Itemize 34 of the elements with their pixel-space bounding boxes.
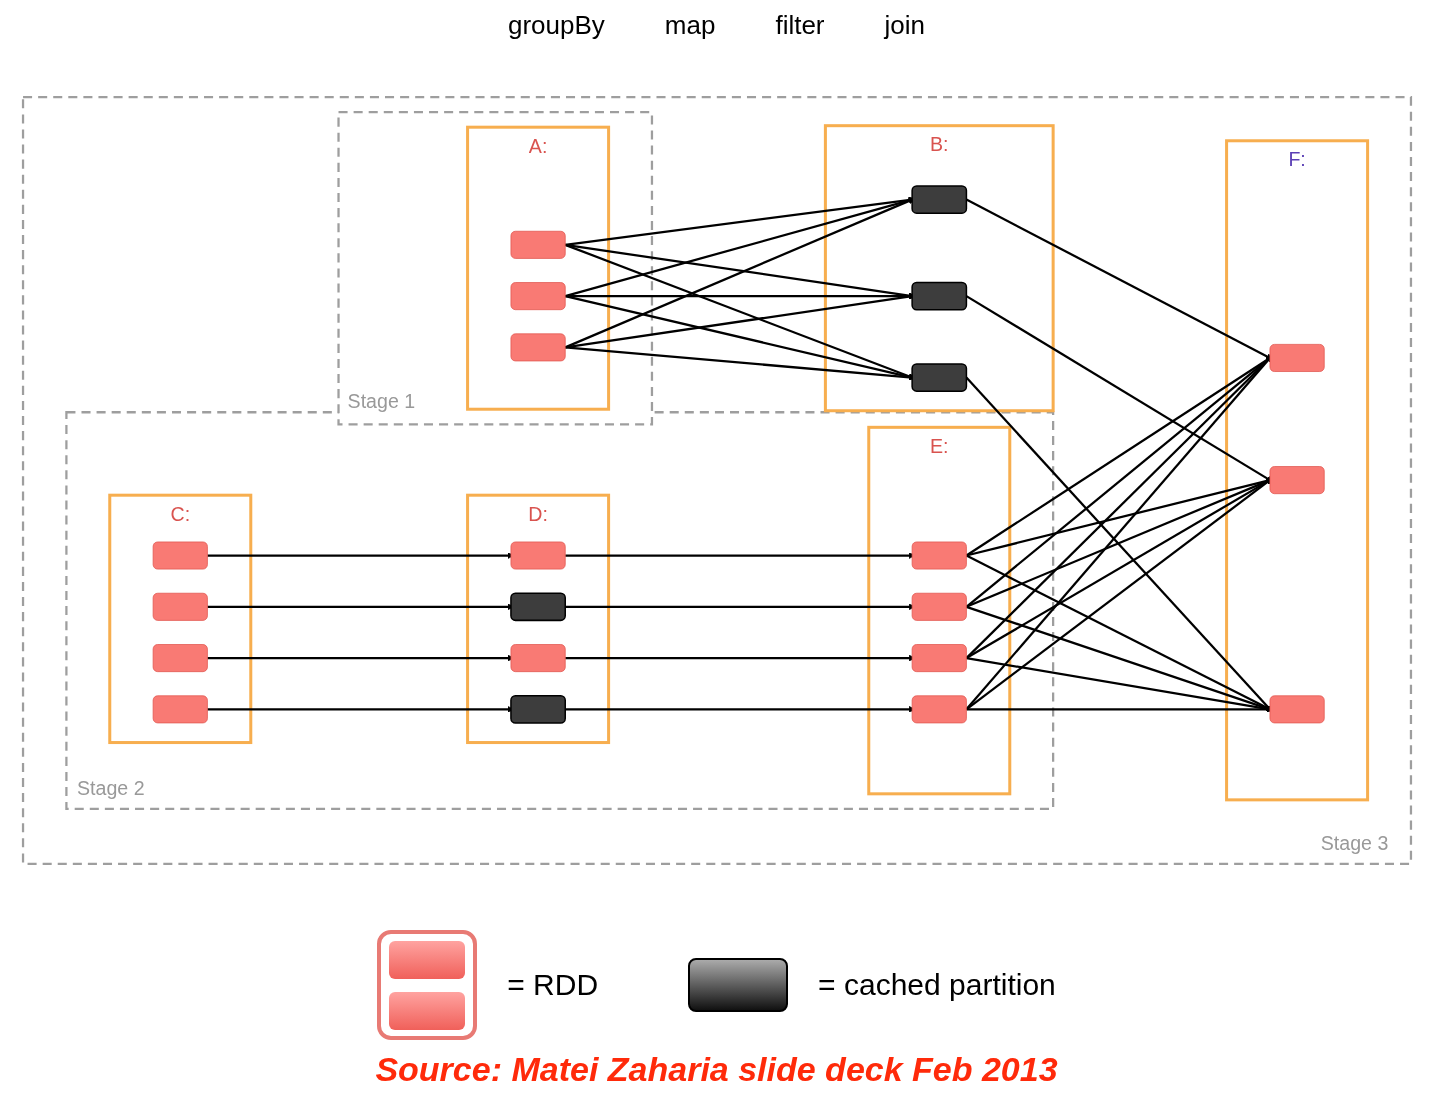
- node-box: [152, 541, 208, 570]
- node-box: [152, 592, 208, 621]
- cluster: A:: [465, 125, 610, 411]
- node-box: [911, 695, 967, 724]
- operation-label: join: [884, 10, 925, 41]
- cluster: B:: [823, 124, 1055, 413]
- operation-label: map: [664, 10, 716, 41]
- node-box: [510, 644, 566, 673]
- operation-label: groupBy: [508, 10, 605, 41]
- cluster: D:: [465, 493, 610, 745]
- node-box: [911, 644, 967, 673]
- cluster: F:: [1224, 139, 1369, 802]
- legend-text: = RDD: [507, 968, 599, 1002]
- cluster: C:: [107, 493, 252, 745]
- node-box: [1269, 695, 1325, 724]
- node-box: [911, 541, 967, 570]
- cluster: E:: [866, 425, 1011, 796]
- node-box: [510, 282, 566, 311]
- node-box: [152, 695, 208, 724]
- node-box: [1269, 466, 1325, 495]
- operation-label: filter: [775, 10, 825, 41]
- legend-text: = cached partition: [818, 968, 1056, 1002]
- node-box: [509, 592, 566, 622]
- node-box: [152, 644, 208, 673]
- node-box: [510, 230, 566, 259]
- node-box: [910, 281, 967, 311]
- node-box: [910, 363, 967, 392]
- node-box: [509, 695, 566, 724]
- node-box: [510, 333, 566, 362]
- node-box: [510, 541, 566, 570]
- source-caption: Source: Matei Zaharia slide deck Feb 2013: [375, 1050, 1058, 1089]
- node-box: [911, 592, 967, 621]
- node-box: [910, 185, 967, 214]
- node-box: [1269, 344, 1325, 372]
